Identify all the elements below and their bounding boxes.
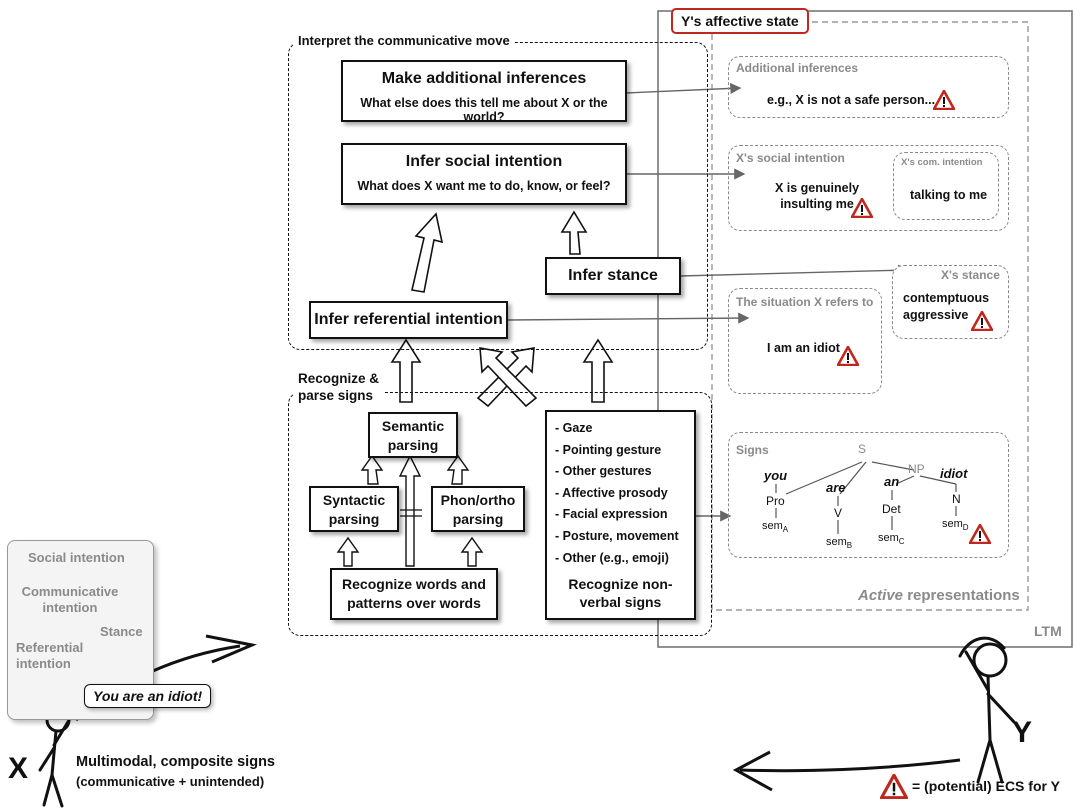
make-inferences-box: Make additional inferences What else doe…	[341, 60, 627, 124]
recognize-group	[288, 392, 712, 636]
up-arrow-left	[390, 338, 422, 403]
arrow-stance	[679, 264, 910, 277]
affective-state-label: Y's affective state	[671, 8, 809, 34]
com-intention-rep: X's com. intention talking to me	[893, 152, 999, 220]
infer-social-intention-box: Infer social intention What does X want …	[341, 143, 627, 205]
situation-rep: The situation X refers to I am an idiot	[728, 288, 882, 394]
tree-sem-b: semB	[826, 536, 853, 551]
x-referential-intention: Referential intention	[16, 640, 84, 671]
signs-rep: Signs	[728, 432, 1009, 558]
tree-word-idiot: idiot	[940, 466, 968, 481]
return-arrow	[739, 758, 961, 773]
speech-bubble: You are an idiot!	[84, 684, 212, 708]
arrow-phon-to-sem	[446, 454, 470, 485]
x-social-intention: Social intention	[28, 550, 125, 565]
arrow-words-to-sem	[398, 454, 422, 567]
x-signs-description: Multimodal, composite signs (communicati…	[76, 754, 275, 789]
tree-sem-c: semC	[878, 532, 905, 547]
tree-sem-a: semA	[762, 520, 789, 535]
active-representations-label: Active representations	[858, 587, 1020, 604]
tree-word-are: are	[826, 480, 846, 495]
ecs-legend: = (potential) ECS for Y	[912, 778, 1060, 794]
warning-icon	[969, 524, 991, 544]
arrow-referential	[507, 312, 750, 324]
x-communicative-intention: Communicative intention	[21, 584, 119, 615]
infer-stance-box: Infer stance	[545, 257, 681, 295]
warning-icon	[837, 346, 859, 366]
interpret-title: Interpret the communicative move	[294, 33, 514, 48]
x-stance: Stance	[100, 624, 143, 639]
ltm-label: LTM	[1034, 623, 1062, 639]
arrow-words-to-syn	[336, 536, 360, 567]
y-label: Y	[1012, 716, 1033, 749]
warning-icon	[971, 311, 993, 331]
tree-sem-d: semD	[942, 518, 969, 533]
recognize-title: Recognize &parse signs	[294, 370, 384, 404]
infer-referential-box: Infer referential intention	[309, 301, 508, 339]
tree-s: S	[858, 442, 867, 456]
up-arrow-ref-to-social	[411, 212, 444, 293]
tree-pos-pro: Pro	[766, 494, 785, 508]
tree-word-you: you	[764, 468, 788, 483]
x-label: X	[8, 752, 29, 785]
arrow-syn-to-sem	[360, 454, 384, 485]
tree-pos-det: Det	[882, 502, 901, 516]
arrow-inferences	[625, 82, 742, 95]
additional-inferences-rep: Additional inferences e.g., X is not a s…	[728, 56, 1009, 118]
tree-np: NP	[908, 462, 925, 476]
up-arrow-right	[582, 338, 614, 403]
legend-warning-icon	[880, 774, 908, 799]
nonverbal-list: - Gaze - Pointing gesture - Other gestur…	[555, 421, 679, 565]
nonverbal-signs-box: - Gaze - Pointing gesture - Other gestur…	[545, 410, 696, 620]
arrow-words-to-phon	[460, 536, 484, 567]
tree-pos-n: N	[952, 492, 961, 506]
parse-tree-lines	[775, 461, 957, 534]
up-arrow-stance-to-social	[560, 210, 588, 255]
warning-icon	[851, 198, 873, 218]
tree-word-an: an	[884, 474, 900, 489]
tree-pos-v: V	[834, 506, 843, 520]
stick-figure-y	[958, 636, 1016, 784]
cross-arrows	[476, 347, 538, 408]
warning-icon	[933, 90, 955, 110]
